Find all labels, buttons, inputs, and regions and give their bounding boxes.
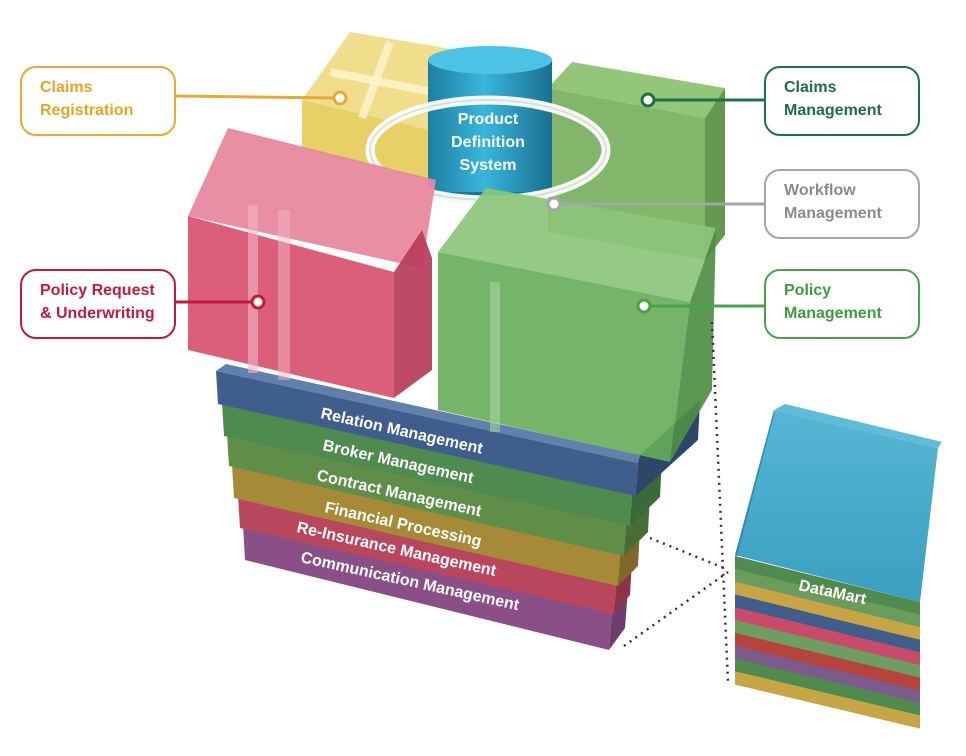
- yellow-cube-front: [302, 100, 430, 180]
- cylinder-label-line3: System: [460, 157, 517, 174]
- yellow-cube-highlight: [358, 40, 394, 120]
- workflow-management-callout: Workflow Management: [764, 169, 920, 239]
- connector-upper: [710, 321, 730, 683]
- datamart-stripe: [735, 594, 920, 653]
- workflow-management-line2: Management: [784, 205, 882, 222]
- datamart-stripe: [735, 568, 920, 628]
- dot-policy-request: [250, 294, 266, 310]
- connector-lower: [623, 570, 729, 648]
- dot-workflow: [546, 196, 562, 212]
- datamart-stripe: [735, 632, 920, 691]
- layer-relation-front: [216, 371, 638, 496]
- datamart-stripe: [735, 658, 920, 716]
- datamart-stripe: [735, 581, 920, 641]
- leader-claims-registration: [175, 94, 341, 100]
- green-back-cube-top: [548, 62, 725, 118]
- dot-claims-management: [640, 92, 656, 108]
- layer-communication-front: [243, 525, 612, 650]
- red-cube-top: [188, 128, 436, 268]
- layer-broker-front: [222, 403, 632, 526]
- product-definition-system: Product Definition System: [365, 46, 611, 205]
- cylinder-labels: Product Definition System: [451, 111, 525, 174]
- claims-registration-callout: Claims Registration: [20, 66, 176, 136]
- claims-registration-line2: Registration: [40, 102, 134, 119]
- red-cube-highlight: [278, 210, 290, 380]
- policy-management-line2: Management: [784, 305, 882, 322]
- green-back-cube-side: [705, 88, 725, 260]
- datamart-stripes: [735, 556, 920, 729]
- datamart-stripe: [735, 556, 920, 616]
- layer-contract-front: [227, 434, 626, 556]
- leader-dots: [250, 90, 656, 314]
- policy-management-callout: Policy Management: [764, 269, 920, 339]
- connector-middle: [649, 536, 725, 570]
- layer-reinsurance-front: [238, 496, 616, 614]
- policy-request-callout: Policy Request & Underwriting: [20, 269, 176, 339]
- claims-management-callout: Claims Management: [764, 66, 920, 136]
- green-front-cube-top: [438, 188, 716, 302]
- green-front-cube-front: [438, 252, 690, 462]
- leader-lines: [175, 94, 764, 308]
- datamart-front: [735, 410, 938, 602]
- policy-management-cube: [438, 188, 716, 462]
- claims-management-line2: Management: [784, 102, 882, 119]
- claims-registration-line1: Claims: [40, 79, 93, 96]
- policy-request-cube: [188, 128, 436, 398]
- datamart-connectors: [623, 321, 730, 683]
- layer-stack: [216, 364, 700, 650]
- datamart-stripe: [735, 645, 920, 704]
- datamart-stripe: [735, 671, 920, 729]
- green-front-cube-side: [670, 228, 716, 462]
- dot-claims-registration: [332, 90, 348, 106]
- policy-request-line2: & Underwriting: [40, 305, 155, 322]
- policy-management-line1: Policy: [784, 282, 832, 299]
- cylinder-top: [428, 46, 552, 74]
- datamart-block: DataMart: [735, 404, 942, 729]
- claims-management-line1: Claims: [784, 79, 837, 96]
- red-cube-front: [188, 216, 394, 398]
- layer-financial-front: [232, 465, 620, 586]
- red-cube-side: [394, 230, 432, 398]
- datamart-stripe: [735, 607, 920, 666]
- datamart-top: [774, 404, 942, 448]
- workflow-management-line1: Workflow: [784, 182, 856, 199]
- green-cube-highlight: [490, 282, 500, 432]
- layer-communication-side: [609, 588, 628, 650]
- datamart-side: [735, 410, 774, 560]
- cylinder-label-line1: Product: [458, 111, 519, 128]
- red-cube-highlight: [248, 205, 258, 373]
- cylinder-label-line2: Definition: [451, 134, 525, 151]
- dot-policy-management: [636, 298, 652, 314]
- policy-request-line1: Policy Request: [40, 282, 155, 299]
- datamart-stripe: [735, 620, 920, 679]
- cylinder-body-cover: [428, 60, 552, 192]
- layer-relation-top: [216, 364, 640, 463]
